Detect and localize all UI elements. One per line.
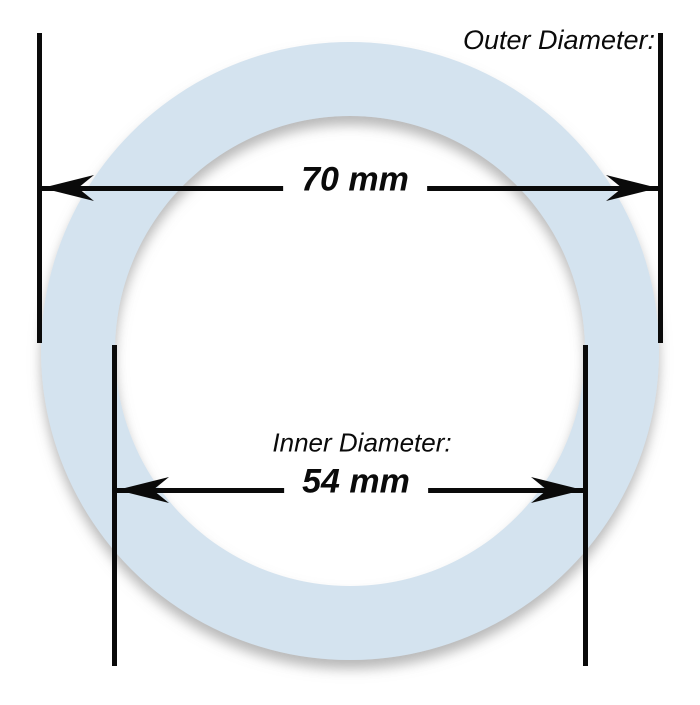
outer-diameter-value: 70 mm xyxy=(283,160,427,199)
inner-extension-line-right xyxy=(583,345,588,666)
dimension-arrow-right-icon xyxy=(606,175,658,201)
outer-diameter-label: Outer Diameter: xyxy=(462,25,655,55)
inner-extension-line-left xyxy=(112,345,117,666)
gasket-ring-shape xyxy=(41,42,660,660)
dimension-arrow-left-icon xyxy=(42,175,94,201)
dimension-arrow-left-icon xyxy=(117,477,169,503)
inner-diameter-label: Inner Diameter: xyxy=(272,427,452,458)
outer-extension-line-right xyxy=(658,33,663,343)
inner-diameter-value: 54 mm xyxy=(284,462,428,501)
dimension-arrow-right-icon xyxy=(531,477,583,503)
outer-extension-line-left xyxy=(37,33,42,343)
